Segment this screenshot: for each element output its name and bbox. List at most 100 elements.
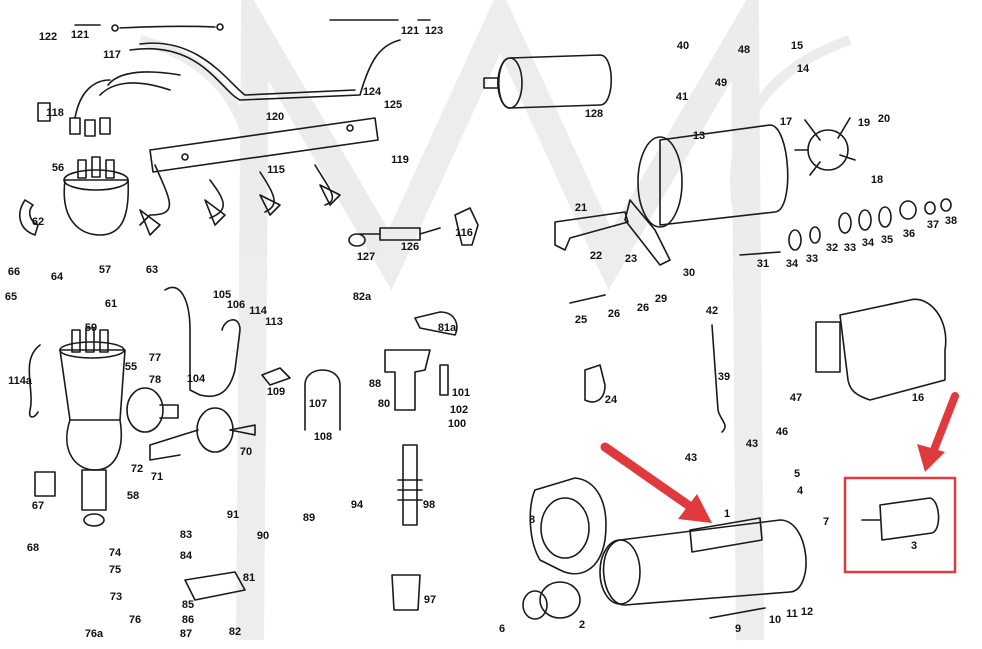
part-number-label: 88 xyxy=(369,378,381,390)
condenser xyxy=(34,471,56,497)
gasket-8 xyxy=(529,477,607,575)
part-number-label: 29 xyxy=(655,293,667,305)
part-number-label: 105 xyxy=(213,289,231,301)
part-number-label: 119 xyxy=(391,154,409,166)
part-number-label: 90 xyxy=(257,530,269,542)
highlight-box xyxy=(843,476,957,574)
part-number-label: 124 xyxy=(363,86,382,98)
clip-62 xyxy=(19,199,39,236)
bracket-21 xyxy=(554,211,629,251)
part-number-label: 89 xyxy=(303,512,315,524)
part-number-label: 33 xyxy=(844,242,856,254)
part-number-label: 106 xyxy=(227,299,245,311)
pinion-2 xyxy=(522,581,581,620)
part-number-label: 18 xyxy=(871,174,883,186)
part-number-label: 86 xyxy=(182,614,194,626)
bolt-9 xyxy=(709,607,766,619)
drive-shaft-98 xyxy=(397,444,423,526)
part-number-label: 98 xyxy=(423,499,435,511)
part-number-label: 102 xyxy=(450,404,468,416)
arrow-to-solenoid xyxy=(917,392,959,472)
part-number-label: 56 xyxy=(52,162,64,174)
part-number-label: 59 xyxy=(85,322,97,334)
part-number-label: 10 xyxy=(769,614,781,626)
part-number-label: 19 xyxy=(858,117,870,129)
solenoid-3 xyxy=(861,497,940,541)
part-number-label: 100 xyxy=(448,418,466,430)
part-number-label: 94 xyxy=(351,499,364,511)
part-number-label: 107 xyxy=(309,398,327,410)
rod-39 xyxy=(711,324,726,433)
part-number-label: 61 xyxy=(105,298,117,310)
part-number-label: 125 xyxy=(384,99,402,111)
part-number-label: 101 xyxy=(452,387,470,399)
wire-114a xyxy=(28,344,41,418)
part-number-label: 38 xyxy=(945,215,957,227)
vacuum-unit xyxy=(149,407,256,461)
part-number-label: 1 xyxy=(724,508,730,520)
part-number-label: 113 xyxy=(265,316,283,328)
part-number-label: 114a xyxy=(8,375,33,387)
part-number-label: 5 xyxy=(794,468,800,480)
part-number-label: 33 xyxy=(806,253,818,265)
part-number-label: 76a xyxy=(85,628,104,640)
bracket-109 xyxy=(261,367,291,386)
distributor-body xyxy=(59,327,179,527)
u-bolt-107 xyxy=(304,369,341,431)
part-number-label: 9 xyxy=(735,623,741,635)
bracket-81a xyxy=(414,311,458,336)
arrow-to-starter xyxy=(600,442,712,523)
part-number-label: 30 xyxy=(683,267,695,279)
part-number-label: 63 xyxy=(146,264,158,276)
part-number-label: 7 xyxy=(823,516,829,528)
bolt-25 xyxy=(569,294,606,304)
part-number-label: 62 xyxy=(32,216,44,228)
part-number-label: 71 xyxy=(151,471,163,483)
part-number-label: 16 xyxy=(912,392,924,404)
clamp-24 xyxy=(584,364,606,403)
part-number-label: 73 xyxy=(110,591,122,603)
part-number-label: 35 xyxy=(881,234,893,246)
part-number-label: 55 xyxy=(125,361,137,373)
voltage-regulator xyxy=(815,298,947,401)
ignition-wires xyxy=(74,19,431,101)
part-number-label: 39 xyxy=(718,371,730,383)
part-number-label: 12 xyxy=(801,606,813,618)
part-number-label: 72 xyxy=(131,463,143,475)
part-number-label: 58 xyxy=(127,490,139,502)
part-number-label: 8 xyxy=(529,514,535,526)
part-number-label: 118 xyxy=(46,107,64,119)
part-number-label: 42 xyxy=(706,305,718,317)
part-number-label: 68 xyxy=(27,542,39,554)
part-number-label: 74 xyxy=(109,547,122,559)
distributor-cap xyxy=(63,156,130,236)
part-number-label: 31 xyxy=(757,258,769,270)
part-number-label: 43 xyxy=(746,438,758,450)
part-number-label: 81a xyxy=(438,322,457,334)
part-number-label: 6 xyxy=(499,623,505,635)
part-number-label: 127 xyxy=(357,251,375,263)
bracket-81 xyxy=(184,571,246,601)
part-number-label: 20 xyxy=(878,113,890,125)
wire-harness xyxy=(139,117,379,236)
spacer-washers xyxy=(788,198,952,251)
part-number-label: 77 xyxy=(149,352,161,364)
drive-housing-80 xyxy=(384,349,449,411)
part-number-label: 108 xyxy=(314,431,332,443)
part-number-label: 23 xyxy=(625,253,637,265)
part-number-label: 49 xyxy=(715,77,727,89)
part-number-label: 78 xyxy=(149,374,161,386)
part-number-label: 120 xyxy=(266,111,284,123)
gear-97 xyxy=(391,574,421,611)
part-number-label: 24 xyxy=(605,394,618,406)
starter-motor xyxy=(599,517,807,606)
part-number-label: 34 xyxy=(786,258,799,270)
generator-fan xyxy=(794,117,856,176)
part-number-label: 126 xyxy=(401,241,419,253)
part-number-label: 48 xyxy=(738,44,750,56)
part-number-label: 43 xyxy=(685,452,697,464)
part-number-label: 81 xyxy=(243,572,255,584)
